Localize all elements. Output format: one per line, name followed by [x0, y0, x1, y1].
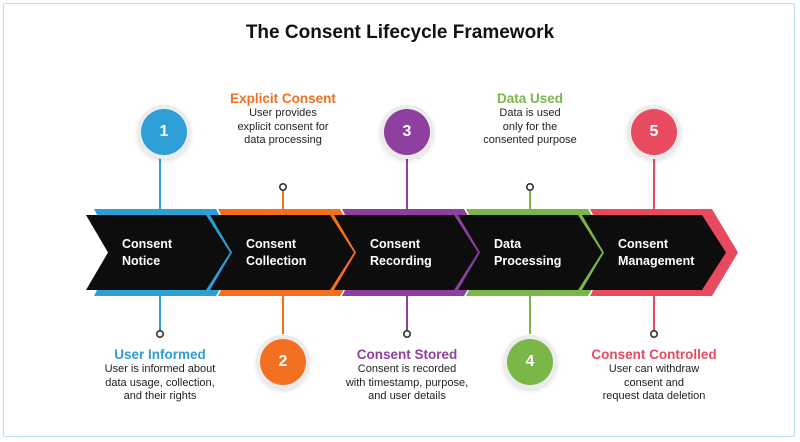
diagram-frame	[3, 3, 795, 437]
caption-heading: User Informed	[114, 347, 206, 362]
step-number-5: 5	[631, 109, 677, 155]
connector-dot-5	[649, 329, 658, 338]
step-number-4: 4	[507, 339, 553, 385]
caption-heading: Explicit Consent	[230, 91, 336, 106]
diagram-title: The Consent Lifecycle Framework	[245, 22, 555, 43]
step-number-1: 1	[141, 109, 187, 155]
caption-description: Data is used only for the consented purp…	[483, 107, 577, 146]
connector-dot-1	[156, 329, 165, 338]
connector-dot-4	[525, 183, 534, 192]
caption-heading: Consent Stored	[356, 347, 458, 362]
chevron-arrow-1	[86, 215, 230, 290]
step-number-3: 3	[384, 109, 430, 155]
caption-description: User can withdraw consent and request da…	[602, 363, 706, 402]
stage-label-line: Consent	[122, 236, 172, 251]
stage-label-line: Consent	[370, 236, 420, 251]
stage-label-line: Management	[618, 253, 695, 268]
stage-label-line: Processing	[494, 253, 562, 268]
caption-description: User is informed about data usage, colle…	[104, 363, 216, 402]
chevron-arrow-2	[210, 215, 354, 290]
caption-description: Consent is recorded with timestamp, purp…	[345, 363, 469, 402]
connector-dot-2	[278, 183, 287, 192]
caption-heading: Consent Controlled	[591, 347, 717, 362]
caption-heading: Data Used	[496, 91, 564, 106]
stage-label-line: Data	[494, 236, 522, 251]
chevron-arrow-5	[582, 215, 726, 290]
step-number-2: 2	[260, 339, 306, 385]
stage-label-line: Collection	[246, 253, 307, 268]
caption-description: User provides explicit consent for data …	[237, 107, 329, 146]
chevron-arrow-4	[458, 215, 602, 290]
connector-dot-3	[402, 329, 411, 338]
stage-label-line: Consent	[246, 236, 296, 251]
stage-label-line: Recording	[370, 253, 432, 268]
stage-label-line: Notice	[122, 253, 161, 268]
stage-label-line: Consent	[618, 236, 668, 251]
chevron-arrow-3	[334, 215, 478, 290]
